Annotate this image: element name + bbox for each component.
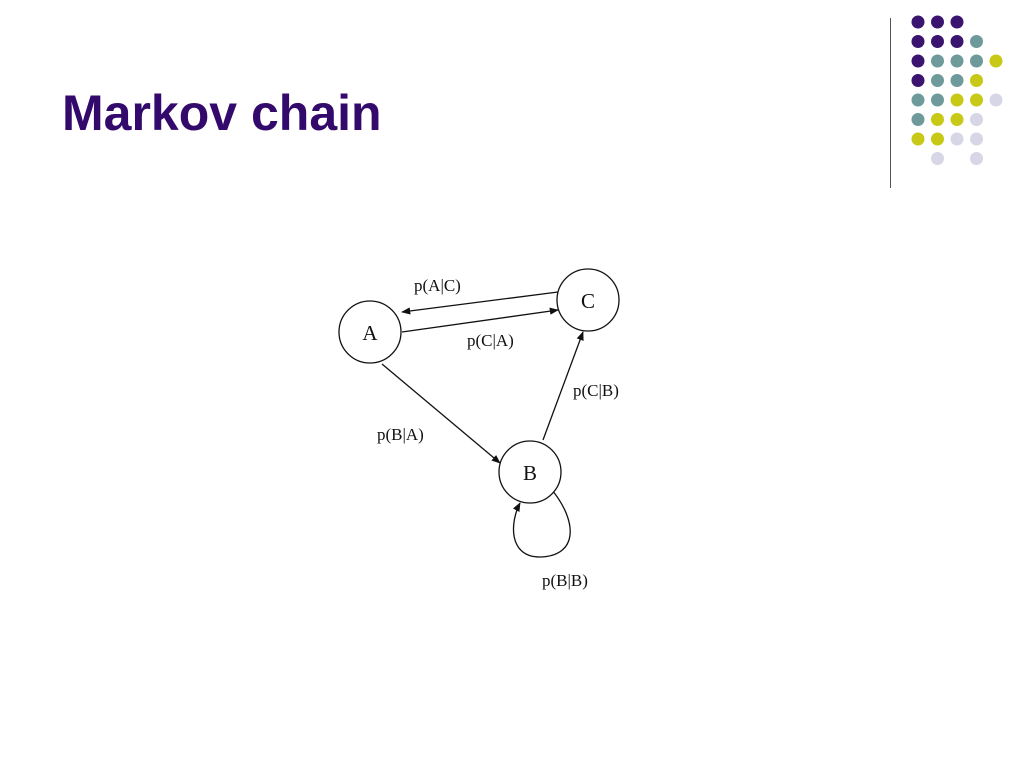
edge-b-to-c — [542, 331, 584, 441]
decor-dot — [970, 152, 983, 165]
decor-dot — [931, 93, 944, 107]
node-a-label: A — [362, 321, 378, 345]
decor-dot — [911, 54, 925, 68]
edge-label-b-to-c: p(C|B) — [573, 381, 619, 400]
decor-dot — [950, 113, 964, 126]
decorative-divider — [890, 18, 891, 188]
decor-dot — [970, 113, 983, 126]
decor-dot — [911, 15, 925, 29]
decor-dot — [911, 74, 925, 87]
decor-dot — [989, 54, 1003, 68]
node-b: B — [498, 440, 562, 504]
decor-dot — [970, 35, 983, 48]
node-c: C — [556, 268, 620, 332]
decorative-dot-grid — [911, 15, 1003, 165]
edge-a-to-b — [381, 363, 501, 464]
decor-dot — [970, 74, 983, 87]
decor-dot — [931, 54, 944, 68]
edge-c-to-a — [401, 291, 559, 315]
decor-dot — [931, 74, 944, 87]
decor-dot — [950, 74, 964, 87]
decor-dot — [931, 113, 944, 126]
node-b-label: B — [523, 461, 537, 485]
edge-b-to-b-self-loop — [512, 489, 571, 558]
decor-dot — [911, 132, 925, 146]
edge-a-to-c — [401, 307, 559, 333]
decor-dot — [970, 93, 983, 107]
decor-dot — [950, 132, 964, 146]
markov-chain-diagram: A C B p(A|C) p(C|A) p(B|A) p(C|B) p(B|B) — [338, 268, 620, 590]
decor-dot — [931, 35, 944, 48]
slide-title: Markov chain — [62, 85, 382, 141]
edge-label-b-to-b: p(B|B) — [542, 571, 588, 590]
decor-dot — [950, 54, 964, 68]
edge-label-a-to-c: p(C|A) — [467, 331, 514, 350]
node-a: A — [338, 300, 402, 364]
decor-dot — [970, 54, 983, 68]
decor-dot — [911, 113, 925, 126]
node-c-label: C — [581, 289, 595, 313]
decor-dot — [970, 132, 983, 146]
edge-label-a-to-b: p(B|A) — [377, 425, 424, 444]
edge-label-c-to-a: p(A|C) — [414, 276, 461, 295]
decor-dot — [931, 132, 944, 146]
decor-dot — [911, 35, 925, 48]
decor-dot — [931, 15, 944, 29]
decor-dot — [931, 152, 944, 165]
decor-dot — [989, 93, 1003, 107]
decor-dot — [950, 35, 964, 48]
decor-dot — [950, 93, 964, 107]
decor-dot — [911, 93, 925, 107]
decor-dot — [950, 15, 964, 29]
